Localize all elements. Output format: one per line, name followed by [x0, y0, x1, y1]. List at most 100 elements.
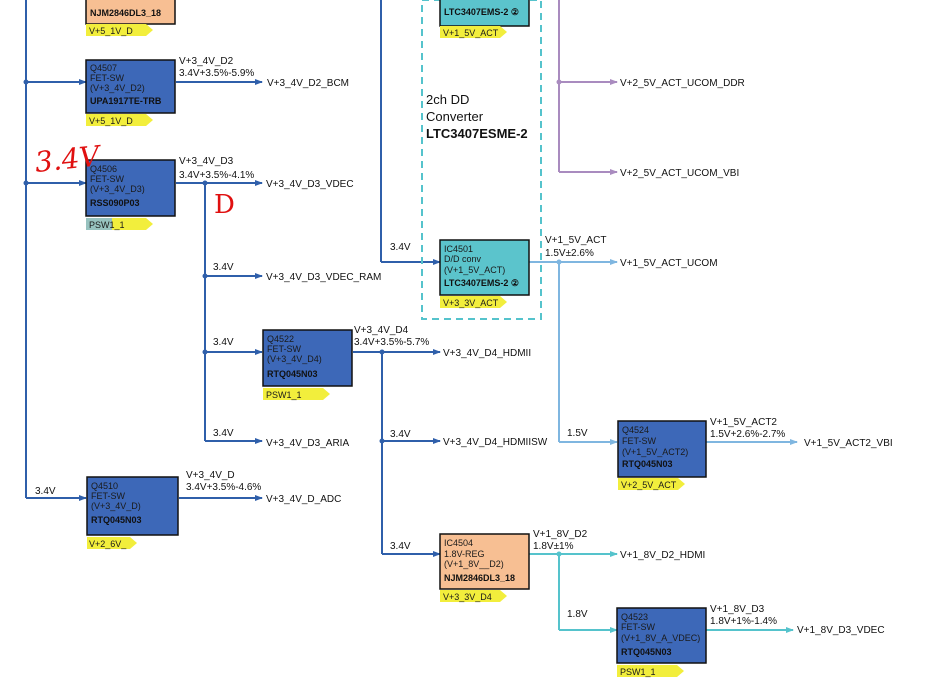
rail-output: V+3_4V_D4_HDMIISW [443, 437, 548, 448]
component-net: (V+1_5V_ACT) [444, 265, 505, 275]
rail-name: V+1_8V_D3 [710, 604, 765, 615]
junction-dot [556, 79, 562, 85]
rail-voltage: 3.4V [35, 486, 56, 497]
component-tag: PSW1_1 [266, 390, 302, 400]
rail-name: V+3_4V_D [186, 470, 235, 481]
rail-name: V+1_8V_D2 [533, 529, 588, 540]
rail-spec: 3.4V+3.5%-5.9% [179, 68, 254, 79]
rail-spec: 1.5V±2.6% [545, 248, 594, 259]
rail-spec: 3.4V+3.5%-5.7% [354, 337, 429, 348]
rail-output: V+1_8V_D3_VDEC [797, 625, 885, 636]
component-type: FET-SW [267, 344, 302, 354]
component-type: FET-SW [90, 73, 125, 83]
rail-output: V+3_4V_D3_VDEC [266, 179, 354, 190]
handwritten-voltage-note: 3.4V [33, 139, 104, 179]
component-net: (V+1_5V_ACT2) [622, 447, 688, 457]
handwritten-mark: D [214, 190, 235, 220]
q4524-block: Q4524 FET-SW (V+1_5V_ACT2) RTQ045N03 V+2… [617, 420, 707, 490]
top-dd-tag: V+1_5V_ACT [443, 28, 499, 38]
component-ref: Q4523 [621, 612, 648, 622]
rail-name: V+1_5V_ACT [545, 235, 606, 246]
component-model: RTQ045N03 [621, 647, 672, 657]
component-ref: Q4506 [90, 164, 117, 174]
group-model: LTC3407ESME-2 [426, 126, 528, 141]
rail-output: V+3_4V_D4_HDMII [443, 348, 531, 359]
component-type: FET-SW [91, 491, 126, 501]
q4510-block: Q4510 FET-SW (V+3_4V_D) RTQ045N03 V+2_6V… [86, 476, 179, 549]
rail-voltage: 1.5V [567, 428, 588, 439]
rail-output: V+3_4V_D3_ARIA [266, 438, 349, 449]
rail-output: V+2_5V_ACT_UCOM_VBI [620, 168, 739, 179]
rail-name: V+3_4V_D3 [179, 156, 234, 167]
dd-converter-group-box [421, 0, 542, 320]
top-reg-tag: V+5_1V_D [89, 26, 133, 36]
rail-spec: 1.8V+1%-1.4% [710, 616, 777, 627]
component-model: RTQ045N03 [267, 369, 318, 379]
rail-output: V+1_5V_ACT_UCOM [620, 258, 718, 269]
q4506-block: Q4506 FET-SW (V+3_4V_D3) RSS090P03 PSW1_… [85, 159, 176, 230]
component-tag: V+3_3V_ACT [443, 298, 499, 308]
rail-output: V+1_5V_ACT2_VBI [804, 438, 893, 449]
junction-dots [23, 79, 385, 444]
top-dd-model: LTC3407EMS-2 ② [444, 7, 519, 17]
q4507-block: Q4507 FET-SW (V+3_4V_D2) UPA1917TE-TRB V… [85, 59, 176, 126]
component-ref: Q4524 [622, 425, 649, 435]
rail-spec: 1.8V±1% [533, 541, 574, 552]
component-model: RSS090P03 [90, 198, 140, 208]
rail-output: V+2_5V_ACT_UCOM_DDR [620, 78, 745, 89]
act-1v5-wiring [529, 259, 798, 445]
rail-voltage: 3.4V [390, 429, 411, 440]
top-reg-model: NJM2846DL3_18 [90, 8, 161, 18]
component-tag: PSW1_1 [89, 220, 125, 230]
component-type: FET-SW [622, 436, 657, 446]
component-type: FET-SW [90, 174, 125, 184]
component-tag: V+5_1V_D [89, 116, 133, 126]
component-tag: V+2_5V_ACT [621, 480, 677, 490]
component-net: (V+1_8V__D2) [444, 559, 504, 569]
rail-output: V+3_4V_D2_BCM [267, 78, 349, 89]
top-dd-partial: LTC3407EMS-2 ② V+1_5V_ACT [439, 0, 530, 38]
component-tag: V+2_6V_ [89, 539, 127, 549]
component-type: 1.8V-REG [444, 549, 485, 559]
group-title-line2: Converter [426, 109, 484, 124]
ucom-2v5-wiring [558, 0, 618, 175]
rail-name: V+3_4V_D2 [179, 56, 234, 67]
rail-voltage: 3.4V [390, 541, 411, 552]
component-model: RTQ045N03 [91, 515, 142, 525]
component-type: FET-SW [621, 622, 656, 632]
component-tag: V+3_3V_D4 [443, 592, 492, 602]
ic4504-block: IC4504 1.8V-REG (V+1_8V__D2) NJM2846DL3_… [439, 533, 530, 602]
rail-voltage: 3.4V [213, 337, 234, 348]
d2-1v8-wiring [529, 551, 794, 633]
component-ref: Q4522 [267, 334, 294, 344]
rail-labels: V+3_4V_D2 3.4V+3.5%-5.9% V+3_4V_D2_BCM V… [35, 56, 893, 636]
component-model: UPA1917TE-TRB [90, 96, 162, 106]
component-net: (V+3_4V_D3) [90, 184, 145, 194]
component-model: LTC3407EMS-2 ② [444, 278, 519, 288]
rail-output: V+3_4V_D3_VDEC_RAM [266, 272, 381, 283]
rail-output: V+1_8V_D2_HDMI [620, 550, 705, 561]
q4523-block: Q4523 FET-SW (V+1_8V_A_VDEC) RTQ045N03 P… [616, 607, 707, 677]
top-regulator-partial: NJM2846DL3_18 V+5_1V_D [85, 0, 176, 36]
component-ref: IC4501 [444, 244, 473, 254]
rail-name: V+1_5V_ACT2 [710, 417, 777, 428]
group-title-line1: 2ch DD [426, 92, 469, 107]
rail-voltage: 1.8V [567, 609, 588, 620]
rail-spec: 3.4V+3.5%-4.1% [179, 170, 254, 181]
component-ref: Q4510 [91, 481, 118, 491]
component-net: (V+1_8V_A_VDEC) [621, 633, 700, 643]
ic4501-block: IC4501 D/D conv (V+1_5V_ACT) LTC3407EMS-… [439, 239, 530, 308]
rail-spec: 1.5V+2.6%-2.7% [710, 429, 785, 440]
rail-name: V+3_4V_D4 [354, 325, 409, 336]
junction-dot [556, 551, 562, 557]
component-model: RTQ045N03 [622, 459, 673, 469]
q4522-block: Q4522 FET-SW (V+3_4V_D4) RTQ045N03 PSW1_… [262, 329, 353, 400]
rail-voltage: 3.4V [213, 428, 234, 439]
component-type: D/D conv [444, 254, 482, 264]
component-net: (V+3_4V_D2) [90, 83, 145, 93]
junction-dot [556, 259, 562, 265]
main-3v4-wiring [25, 0, 441, 557]
component-ref: Q4507 [90, 63, 117, 73]
rail-voltage: 3.4V [390, 242, 411, 253]
